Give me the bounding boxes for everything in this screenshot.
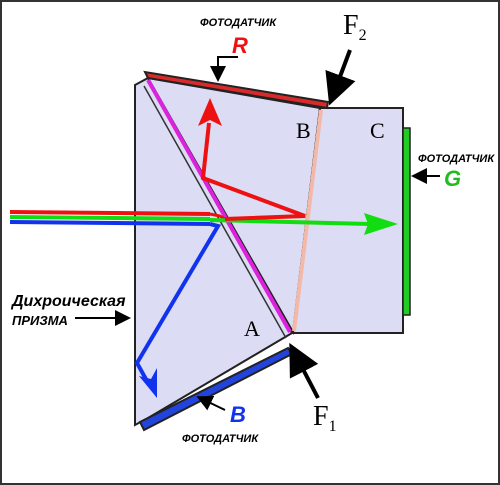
sensor-r <box>143 70 330 110</box>
corner-a-label: A <box>244 316 260 341</box>
beam-blue-arrow <box>139 368 157 398</box>
beam-blue-in <box>9 220 211 226</box>
corner-b-label: B <box>296 118 311 143</box>
sensor-r-letter: R <box>232 33 248 58</box>
sensor-g-letter: G <box>444 166 461 191</box>
beam-red-arrow <box>198 98 222 126</box>
dichroic-edge <box>143 85 287 339</box>
filter-f1-label: F1 <box>313 401 337 435</box>
sensor-r-caption: ФОТОДАТЧИК <box>200 17 277 29</box>
pointer-sensor-b <box>196 395 226 411</box>
beam-red-reflected <box>200 122 306 221</box>
beam-green-in <box>9 215 211 221</box>
pointer-sensor-r <box>210 56 238 82</box>
dichroic-coating <box>146 79 292 333</box>
corner-c-label: C <box>370 118 385 143</box>
sensor-g <box>402 127 411 316</box>
pointer-filter-f2 <box>325 49 356 106</box>
filter-f2-label: F2 <box>343 10 367 44</box>
beam-blue-reflected <box>134 222 222 382</box>
pointer-filter-f1 <box>289 342 320 399</box>
sensor-b-letter: B <box>230 402 246 427</box>
beam-green-through <box>209 218 371 226</box>
prism-label-line1: Дихроическая <box>10 293 126 310</box>
sensor-g-caption: ФОТОДАТЧИК <box>418 153 495 165</box>
prism-label-line2: ПРИЗМА <box>12 313 68 328</box>
beam-green-arrow <box>364 213 398 235</box>
beam-red-in <box>9 210 211 216</box>
prism-block-left <box>134 76 294 427</box>
sensor-b-caption: ФОТОДАТЧИК <box>182 433 259 445</box>
beam-red-bend <box>209 212 226 221</box>
